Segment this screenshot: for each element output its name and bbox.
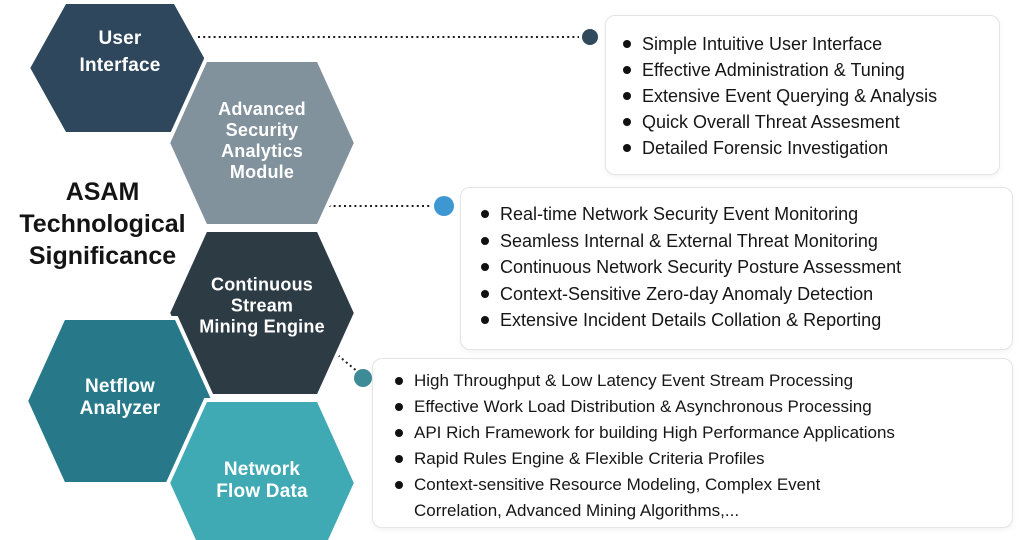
list-item: Effective Administration & Tuning	[623, 57, 983, 83]
bullet-icon	[481, 210, 489, 218]
bullet-icon	[395, 377, 403, 385]
list-item: Real-time Network Security Event Monitor…	[481, 201, 996, 228]
bullet-icon	[395, 429, 403, 437]
bullet-icon	[623, 40, 631, 48]
page-title-line: Technological	[19, 210, 186, 238]
callout-analytics-module: Real-time Network Security Event Monitor…	[460, 187, 1013, 350]
bullet-icon	[481, 316, 489, 324]
list-item-text: Context-sensitive Resource Modeling, Com…	[414, 475, 821, 520]
page-title-line: Significance	[28, 242, 177, 270]
list-item-text: Continuous Network Security Posture Asse…	[500, 257, 902, 277]
hexagon-label-advanced-security-analytics-module: Advanced Security Analytics Module	[218, 99, 306, 183]
connector-dot-analytics-module	[434, 196, 454, 216]
list-item: Seamless Internal & External Threat Moni…	[481, 228, 996, 255]
list-item-text: Detailed Forensic Investigation	[642, 138, 889, 158]
list-item-text: Extensive Event Querying & Analysis	[642, 86, 938, 106]
bullet-icon	[623, 92, 631, 100]
list-item-text: High Throughput & Low Latency Event Stre…	[414, 371, 854, 390]
hex-label-line: Network	[223, 459, 301, 480]
callout-list: Real-time Network Security Event Monitor…	[481, 201, 996, 334]
list-item: High Throughput & Low Latency Event Stre…	[395, 368, 996, 394]
hex-label-line: Analyzer	[79, 398, 161, 419]
hex-label-line: Interface	[79, 55, 161, 76]
list-item: Simple Intuitive User Interface	[623, 31, 983, 57]
hex-label-line: Module	[229, 162, 295, 182]
callout-mining-engine: High Throughput & Low Latency Event Stre…	[372, 358, 1013, 528]
list-item: Context-sensitive Resource Modeling, Com…	[395, 472, 996, 524]
list-item-text: Quick Overall Threat Assesment	[642, 112, 900, 132]
hex-label-line: User	[98, 28, 142, 49]
callout-list: High Throughput & Low Latency Event Stre…	[395, 368, 996, 524]
list-item-text: Real-time Network Security Event Monitor…	[500, 204, 859, 224]
hexagon-label-netflow-analyzer: Netflow Analyzer	[80, 376, 161, 420]
list-item: Quick Overall Threat Assesment	[623, 109, 983, 135]
hexagon-label-user-interface: User Interface	[79, 25, 160, 79]
bullet-icon	[623, 144, 631, 152]
connectors	[198, 29, 598, 387]
list-item-text: Context-Sensitive Zero-day Anomaly Detec…	[500, 283, 874, 304]
list-item: Extensive Event Querying & Analysis	[623, 83, 983, 109]
list-item: Extensive Incident Details Collation & R…	[481, 307, 996, 334]
connector-dot-mining-engine	[354, 369, 372, 387]
page-title: ASAM Technological Significance	[0, 176, 205, 272]
hexagon-label-network-flow-data: Network Flow Data	[216, 459, 308, 503]
bullet-icon	[623, 66, 631, 74]
bullet-icon	[395, 481, 403, 489]
hexagon-advanced-security-analytics-module	[165, 58, 359, 228]
hex-label-line: Continuous	[211, 274, 313, 295]
bullet-icon	[395, 403, 403, 411]
list-item: Rapid Rules Engine & Flexible Criteria P…	[395, 446, 996, 472]
bullet-icon	[481, 289, 489, 298]
list-item-text: Rapid Rules Engine & Flexible Criteria P…	[414, 449, 765, 468]
page-title-line: ASAM	[65, 178, 140, 206]
list-item-text: Simple Intuitive User Interface	[642, 34, 883, 54]
hex-label-line: Netflow	[84, 376, 155, 397]
bullet-icon	[481, 263, 489, 271]
list-item-text: Effective Work Load Distribution & Async…	[414, 397, 872, 416]
bullet-icon	[623, 118, 631, 126]
hexagon-network-flow-data	[165, 398, 359, 540]
hex-label-line: Flow Data	[216, 481, 308, 502]
connector-dot-user-interface	[582, 29, 598, 45]
list-item-text: Seamless Internal & External Threat Moni…	[500, 230, 878, 251]
hexagon-continuous-stream-mining-engine	[165, 228, 359, 398]
list-item-text: API Rich Framework for building High Per…	[414, 423, 895, 442]
hex-label-line: Stream	[230, 295, 294, 316]
list-item-text: Effective Administration & Tuning	[642, 60, 905, 80]
list-item: Effective Work Load Distribution & Async…	[395, 394, 996, 420]
hex-label-line: Security	[225, 120, 299, 140]
list-item: API Rich Framework for building High Per…	[395, 420, 996, 446]
list-item: Context-Sensitive Zero-day Anomaly Detec…	[481, 281, 996, 308]
callout-list: Simple Intuitive User Interface Effectiv…	[623, 31, 983, 161]
hexagon-label-continuous-stream-mining-engine: Continuous Stream Mining Engine	[199, 275, 325, 338]
hexagons	[23, 0, 359, 540]
hex-label-line: Advanced	[218, 99, 306, 119]
bullet-icon	[395, 455, 403, 463]
list-item-text: Extensive Incident Details Collation & R…	[500, 310, 882, 330]
hex-label-line: Mining Engine	[199, 316, 325, 337]
list-item: Detailed Forensic Investigation	[623, 135, 983, 161]
hex-label-line: Analytics	[221, 141, 303, 161]
callout-user-interface: Simple Intuitive User Interface Effectiv…	[605, 15, 1000, 175]
bullet-icon	[481, 236, 489, 245]
list-item: Continuous Network Security Posture Asse…	[481, 254, 996, 281]
